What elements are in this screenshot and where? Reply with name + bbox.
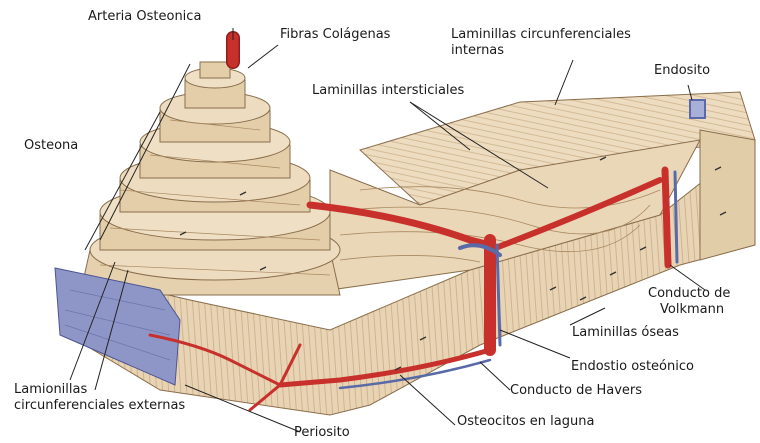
label-laminillas-intersticiales: Laminillas intersticiales [312, 83, 464, 99]
label-lamionillas-circunferenciales-externas-2: circunferenciales externas [14, 398, 185, 414]
label-conducto-havers: Conducto de Havers [510, 383, 642, 399]
right-face [700, 130, 755, 260]
label-endosito: Endosito [654, 63, 710, 79]
label-conducto-volkmann-1: Conducto de [648, 286, 730, 302]
label-osteona: Osteona [24, 138, 78, 154]
label-conducto-volkmann-2: Volkmann [660, 302, 724, 318]
label-lamionillas-circunferenciales-externas-1: Lamionillas [14, 382, 87, 398]
label-laminillas-circunferenciales-internas-2: internas [451, 43, 504, 59]
osteon-rings [80, 62, 340, 295]
label-laminillas-oseas: Laminillas óseas [572, 325, 679, 341]
label-arteria-osteonica: Arteria Osteonica [88, 9, 201, 25]
label-laminillas-circunferenciales-internas-1: Laminillas circunferenciales [451, 27, 631, 43]
label-osteocitos-en-laguna: Osteocitos en laguna [457, 414, 594, 430]
label-fibras-colagenas: Fibras Colágenas [280, 27, 390, 43]
label-endostio-osteonico: Endostio osteónico [571, 359, 694, 375]
